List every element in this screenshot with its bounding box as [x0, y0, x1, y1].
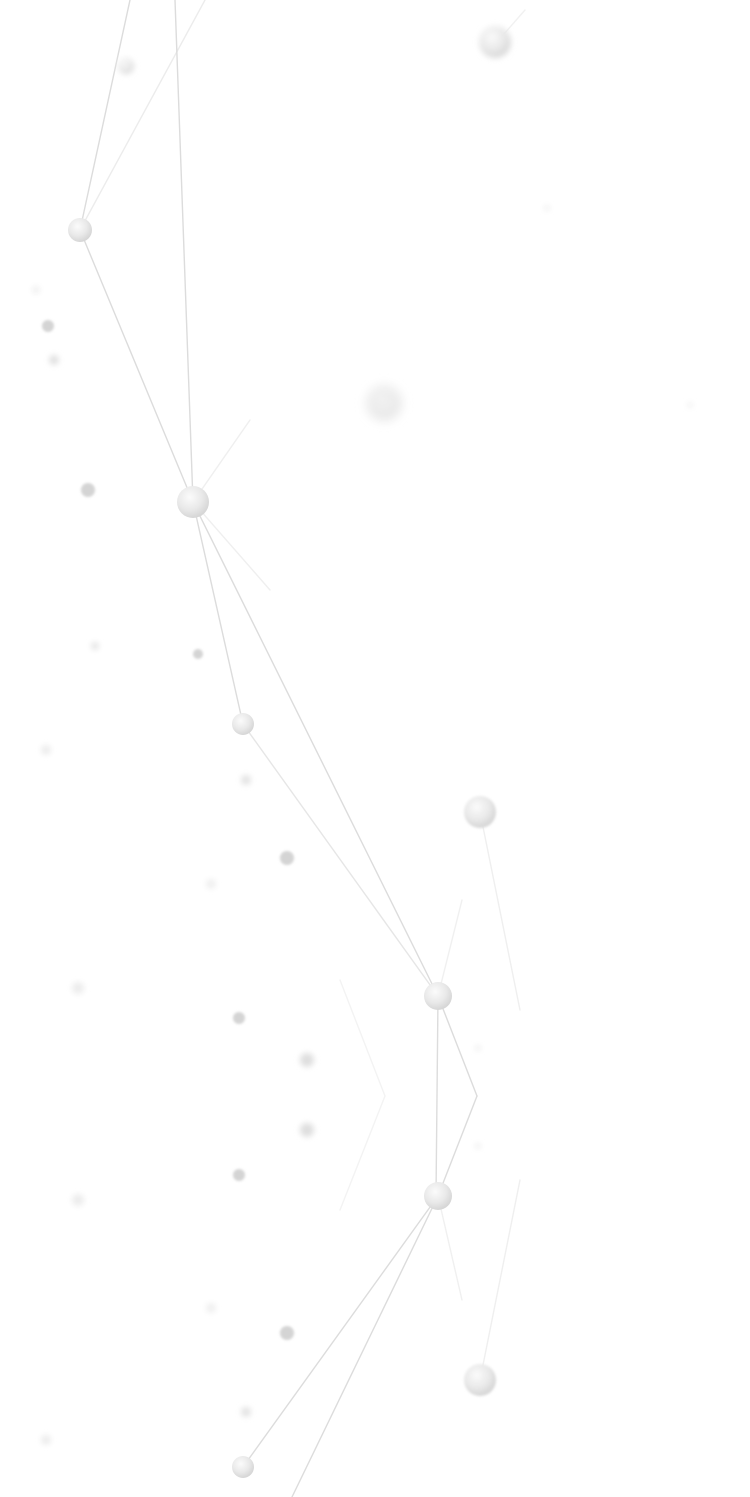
network-line	[437, 899, 463, 997]
network-dot	[72, 1194, 84, 1206]
network-line	[437, 1095, 478, 1197]
network-dot	[300, 1123, 314, 1137]
network-line	[192, 501, 271, 591]
network-line	[192, 501, 244, 725]
network-dot	[49, 355, 59, 365]
network-line	[242, 723, 439, 997]
network-node	[68, 218, 92, 242]
network-line	[437, 1195, 463, 1301]
network-dot	[544, 205, 550, 211]
network-dot	[475, 1045, 481, 1051]
network-node	[232, 1456, 254, 1478]
network-line	[79, 0, 131, 231]
network-dot	[81, 483, 95, 497]
network-line	[437, 995, 478, 1097]
network-node	[464, 796, 496, 828]
network-dot	[280, 851, 294, 865]
network-dot	[91, 642, 99, 650]
network-node	[424, 1182, 452, 1210]
network-line	[174, 0, 194, 503]
network-node	[118, 58, 134, 74]
network-node	[424, 982, 452, 1010]
network-dot	[41, 745, 51, 755]
network-dot	[280, 1326, 294, 1340]
network-dot	[241, 775, 251, 785]
network-line	[339, 1095, 386, 1211]
network-dot	[42, 320, 54, 332]
network-line	[479, 811, 521, 1011]
network-line	[339, 979, 386, 1097]
network-line	[291, 1195, 439, 1497]
network-dot	[233, 1012, 245, 1024]
network-dot	[233, 1169, 245, 1181]
network-node	[366, 385, 402, 421]
network-dot	[300, 1053, 314, 1067]
network-line	[79, 0, 206, 231]
network-line	[479, 1179, 521, 1381]
network-dot	[241, 1407, 251, 1417]
network-dots	[32, 205, 693, 1445]
network-dot	[72, 982, 84, 994]
network-dot	[193, 649, 203, 659]
network-lines	[79, 0, 526, 1497]
network-dot	[41, 1435, 51, 1445]
network-dot	[687, 402, 693, 408]
network-node	[464, 1364, 496, 1396]
network-line	[79, 229, 194, 503]
network-node	[177, 486, 209, 518]
network-dot	[475, 1143, 481, 1149]
network-nodes	[68, 26, 511, 1478]
network-line	[192, 501, 439, 997]
network-line	[435, 995, 439, 1197]
network-node	[232, 713, 254, 735]
network-line	[242, 1195, 439, 1468]
network-dot	[206, 879, 216, 889]
network-line	[192, 419, 251, 503]
network-dot	[32, 286, 40, 294]
network-dot	[206, 1303, 216, 1313]
network-node	[479, 26, 511, 58]
